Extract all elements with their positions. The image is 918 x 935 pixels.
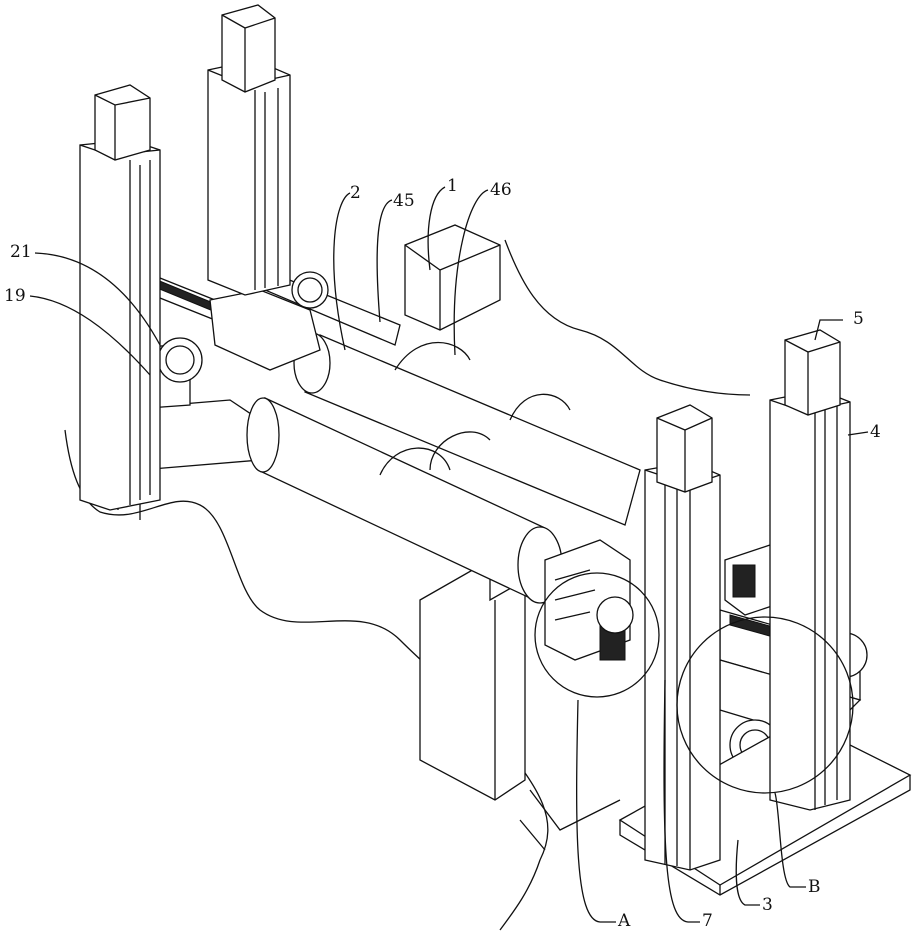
frame-base-center xyxy=(420,560,525,800)
label-45: 45 xyxy=(393,193,415,210)
label-5: 5 xyxy=(853,311,864,328)
column-back-right xyxy=(770,330,850,810)
label-4: 4 xyxy=(870,424,881,441)
label-46: 46 xyxy=(490,182,512,199)
label-7: 7 xyxy=(702,913,713,930)
column-back-middle xyxy=(208,5,290,295)
label-A: A xyxy=(618,913,630,930)
column-back-left xyxy=(80,85,160,510)
frame-back-block xyxy=(405,225,500,330)
label-19: 19 xyxy=(4,288,26,305)
label-21: 21 xyxy=(10,244,32,261)
ground-line xyxy=(520,790,620,850)
label-B: B xyxy=(808,879,821,896)
break-line-right xyxy=(505,240,750,395)
label-3: 3 xyxy=(762,897,773,914)
label-1: 1 xyxy=(447,178,458,195)
label-2: 2 xyxy=(350,185,361,202)
gearbox-front xyxy=(545,540,633,660)
